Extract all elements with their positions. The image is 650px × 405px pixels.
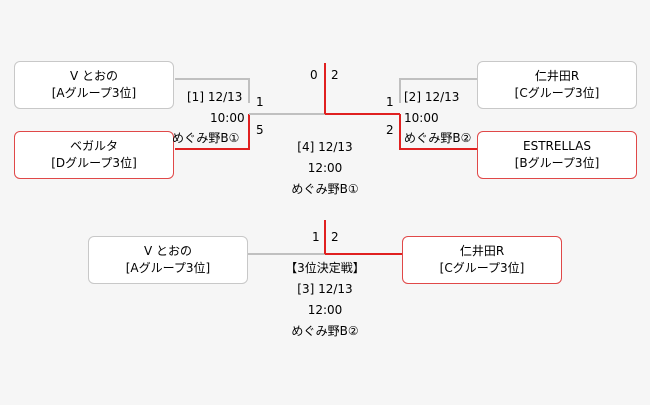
match-number: [3] xyxy=(297,282,315,296)
sf-left-match-date: [1] 12/13 xyxy=(187,87,242,107)
match-date: 12/13 xyxy=(207,90,243,104)
score-sf-right-bottom: 2 xyxy=(386,123,394,137)
team-name: ベガルタ xyxy=(69,139,118,153)
team-box-sf-right-bottom[interactable]: ESTRELLAS [Bグループ3位] xyxy=(477,131,637,179)
score-3rd-left: 1 xyxy=(312,230,320,244)
match-number: [1] xyxy=(187,90,204,104)
sf-right-venue: めぐみ野B② xyxy=(404,131,472,145)
sf-left-venue: めぐみ野B① xyxy=(172,131,240,145)
team-name: 仁井田R xyxy=(534,69,580,83)
score-sf-left-bottom: 5 xyxy=(256,123,264,137)
final-venue: めぐみ野B① xyxy=(291,182,359,196)
match-number: [4] xyxy=(297,140,315,154)
sf-right-match-date: [2] 12/13 xyxy=(404,87,459,107)
third-place-venue: めぐみ野B② xyxy=(291,324,359,338)
team-group: [Cグループ3位] xyxy=(439,261,525,275)
match-date: 12/13 xyxy=(318,282,353,296)
third-place-time: 12:00 xyxy=(307,303,343,317)
team-box-3rd-left[interactable]: V とおの [Aグループ3位] xyxy=(88,236,248,284)
team-name: V とおの xyxy=(69,69,119,83)
match-number: [2] xyxy=(404,90,421,104)
third-place-info: 【3位決定戦】 [3] 12/13 12:00 めぐみ野B② xyxy=(255,258,395,342)
team-group: [Bグループ3位] xyxy=(514,156,600,170)
team-group: [Aグループ3位] xyxy=(125,261,211,275)
match-date: 12/13 xyxy=(424,90,460,104)
sf-right-time: 10:00 xyxy=(404,111,439,125)
team-box-sf-right-top[interactable]: 仁井田R [Cグループ3位] xyxy=(477,61,637,109)
team-group: [Cグループ3位] xyxy=(514,86,600,100)
score-final-left: 0 xyxy=(310,68,318,82)
match-date: 12/13 xyxy=(318,140,353,154)
team-group: [Aグループ3位] xyxy=(51,86,137,100)
team-name: ESTRELLAS xyxy=(523,139,591,153)
line-sf-right-top xyxy=(399,78,477,103)
score-final-right: 2 xyxy=(331,68,339,82)
team-name: 仁井田R xyxy=(459,244,505,258)
score-sf-left-top: 1 xyxy=(256,95,264,109)
line-sf-left-top xyxy=(175,78,250,103)
score-sf-right-top: 1 xyxy=(386,95,394,109)
team-box-sf-left-top[interactable]: V とおの [Aグループ3位] xyxy=(14,61,174,109)
third-place-match-date: [3] 12/13 xyxy=(255,279,395,300)
sf-left-time: 10:00 xyxy=(210,111,245,125)
team-box-sf-left-bottom[interactable]: ベガルタ [Dグループ3位] xyxy=(14,131,174,179)
third-place-title: 【3位決定戦】 xyxy=(285,261,365,275)
team-box-3rd-right[interactable]: 仁井田R [Cグループ3位] xyxy=(402,236,562,284)
line-sf-right-bottom xyxy=(399,114,477,150)
team-group: [Dグループ3位] xyxy=(51,156,137,170)
final-info: [4] 12/13 12:00 めぐみ野B① xyxy=(255,137,395,200)
score-3rd-right: 2 xyxy=(331,230,339,244)
final-time: 12:00 xyxy=(307,161,343,175)
team-name: V とおの xyxy=(143,244,193,258)
line-sf-left-bottom xyxy=(175,114,250,150)
final-match-date: [4] 12/13 xyxy=(255,137,395,158)
